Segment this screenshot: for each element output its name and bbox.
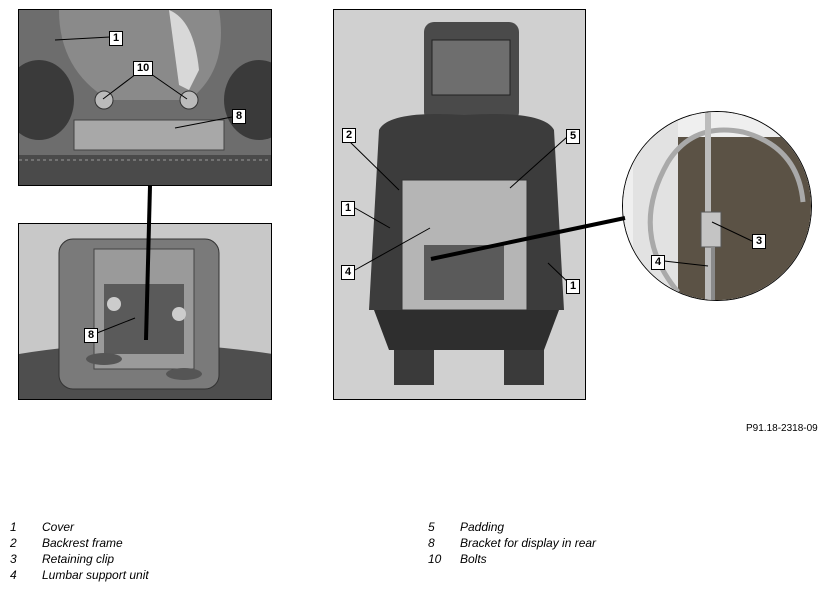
- legend-text: Backrest frame: [42, 536, 123, 550]
- photo-panel-headrest-rear: [18, 223, 272, 400]
- callout-cover-left: 1: [341, 201, 356, 216]
- legend-text: Cover: [42, 520, 75, 534]
- callout-display-bracket-rear: 8: [84, 328, 99, 343]
- seat-backrest-illustration: [334, 10, 585, 399]
- legend-text: Retaining clip: [42, 552, 115, 566]
- callout-cover-right: 1: [566, 279, 581, 294]
- headrest-rear-illustration: [19, 224, 271, 399]
- detail-circle-lumbar-clip: [622, 111, 812, 301]
- legend-number: 8: [428, 536, 435, 550]
- legend-text: Bolts: [460, 552, 487, 566]
- legend-number: 1: [10, 520, 17, 534]
- lumbar-clip-illustration: [623, 112, 811, 300]
- legend-number: 4: [10, 568, 17, 582]
- legend-text: Padding: [460, 520, 505, 534]
- callout-lumbar-support-detail: 4: [651, 255, 666, 270]
- photo-panel-seat-backrest: [333, 9, 586, 400]
- callout-bolts: 10: [133, 61, 154, 76]
- headrest-bolts-illustration: [19, 10, 271, 185]
- legend-number: 2: [10, 536, 17, 550]
- legend-number: 10: [428, 552, 442, 566]
- photo-panel-headrest-bolts: [18, 9, 272, 186]
- legend-text: Lumbar support unit: [42, 568, 149, 582]
- legend-text: Bracket for display in rear: [460, 536, 597, 550]
- legend-number: 5: [428, 520, 435, 534]
- callout-retaining-clip: 3: [752, 234, 767, 249]
- callout-padding: 5: [566, 129, 581, 144]
- callout-lumbar-support: 4: [341, 265, 356, 280]
- legend-number: 3: [10, 552, 17, 566]
- figure-reference-code: P91.18-2318-09: [746, 423, 818, 434]
- callout-display-bracket: 8: [232, 109, 247, 124]
- callout-cover: 1: [109, 31, 124, 46]
- callout-backrest-frame: 2: [342, 128, 357, 143]
